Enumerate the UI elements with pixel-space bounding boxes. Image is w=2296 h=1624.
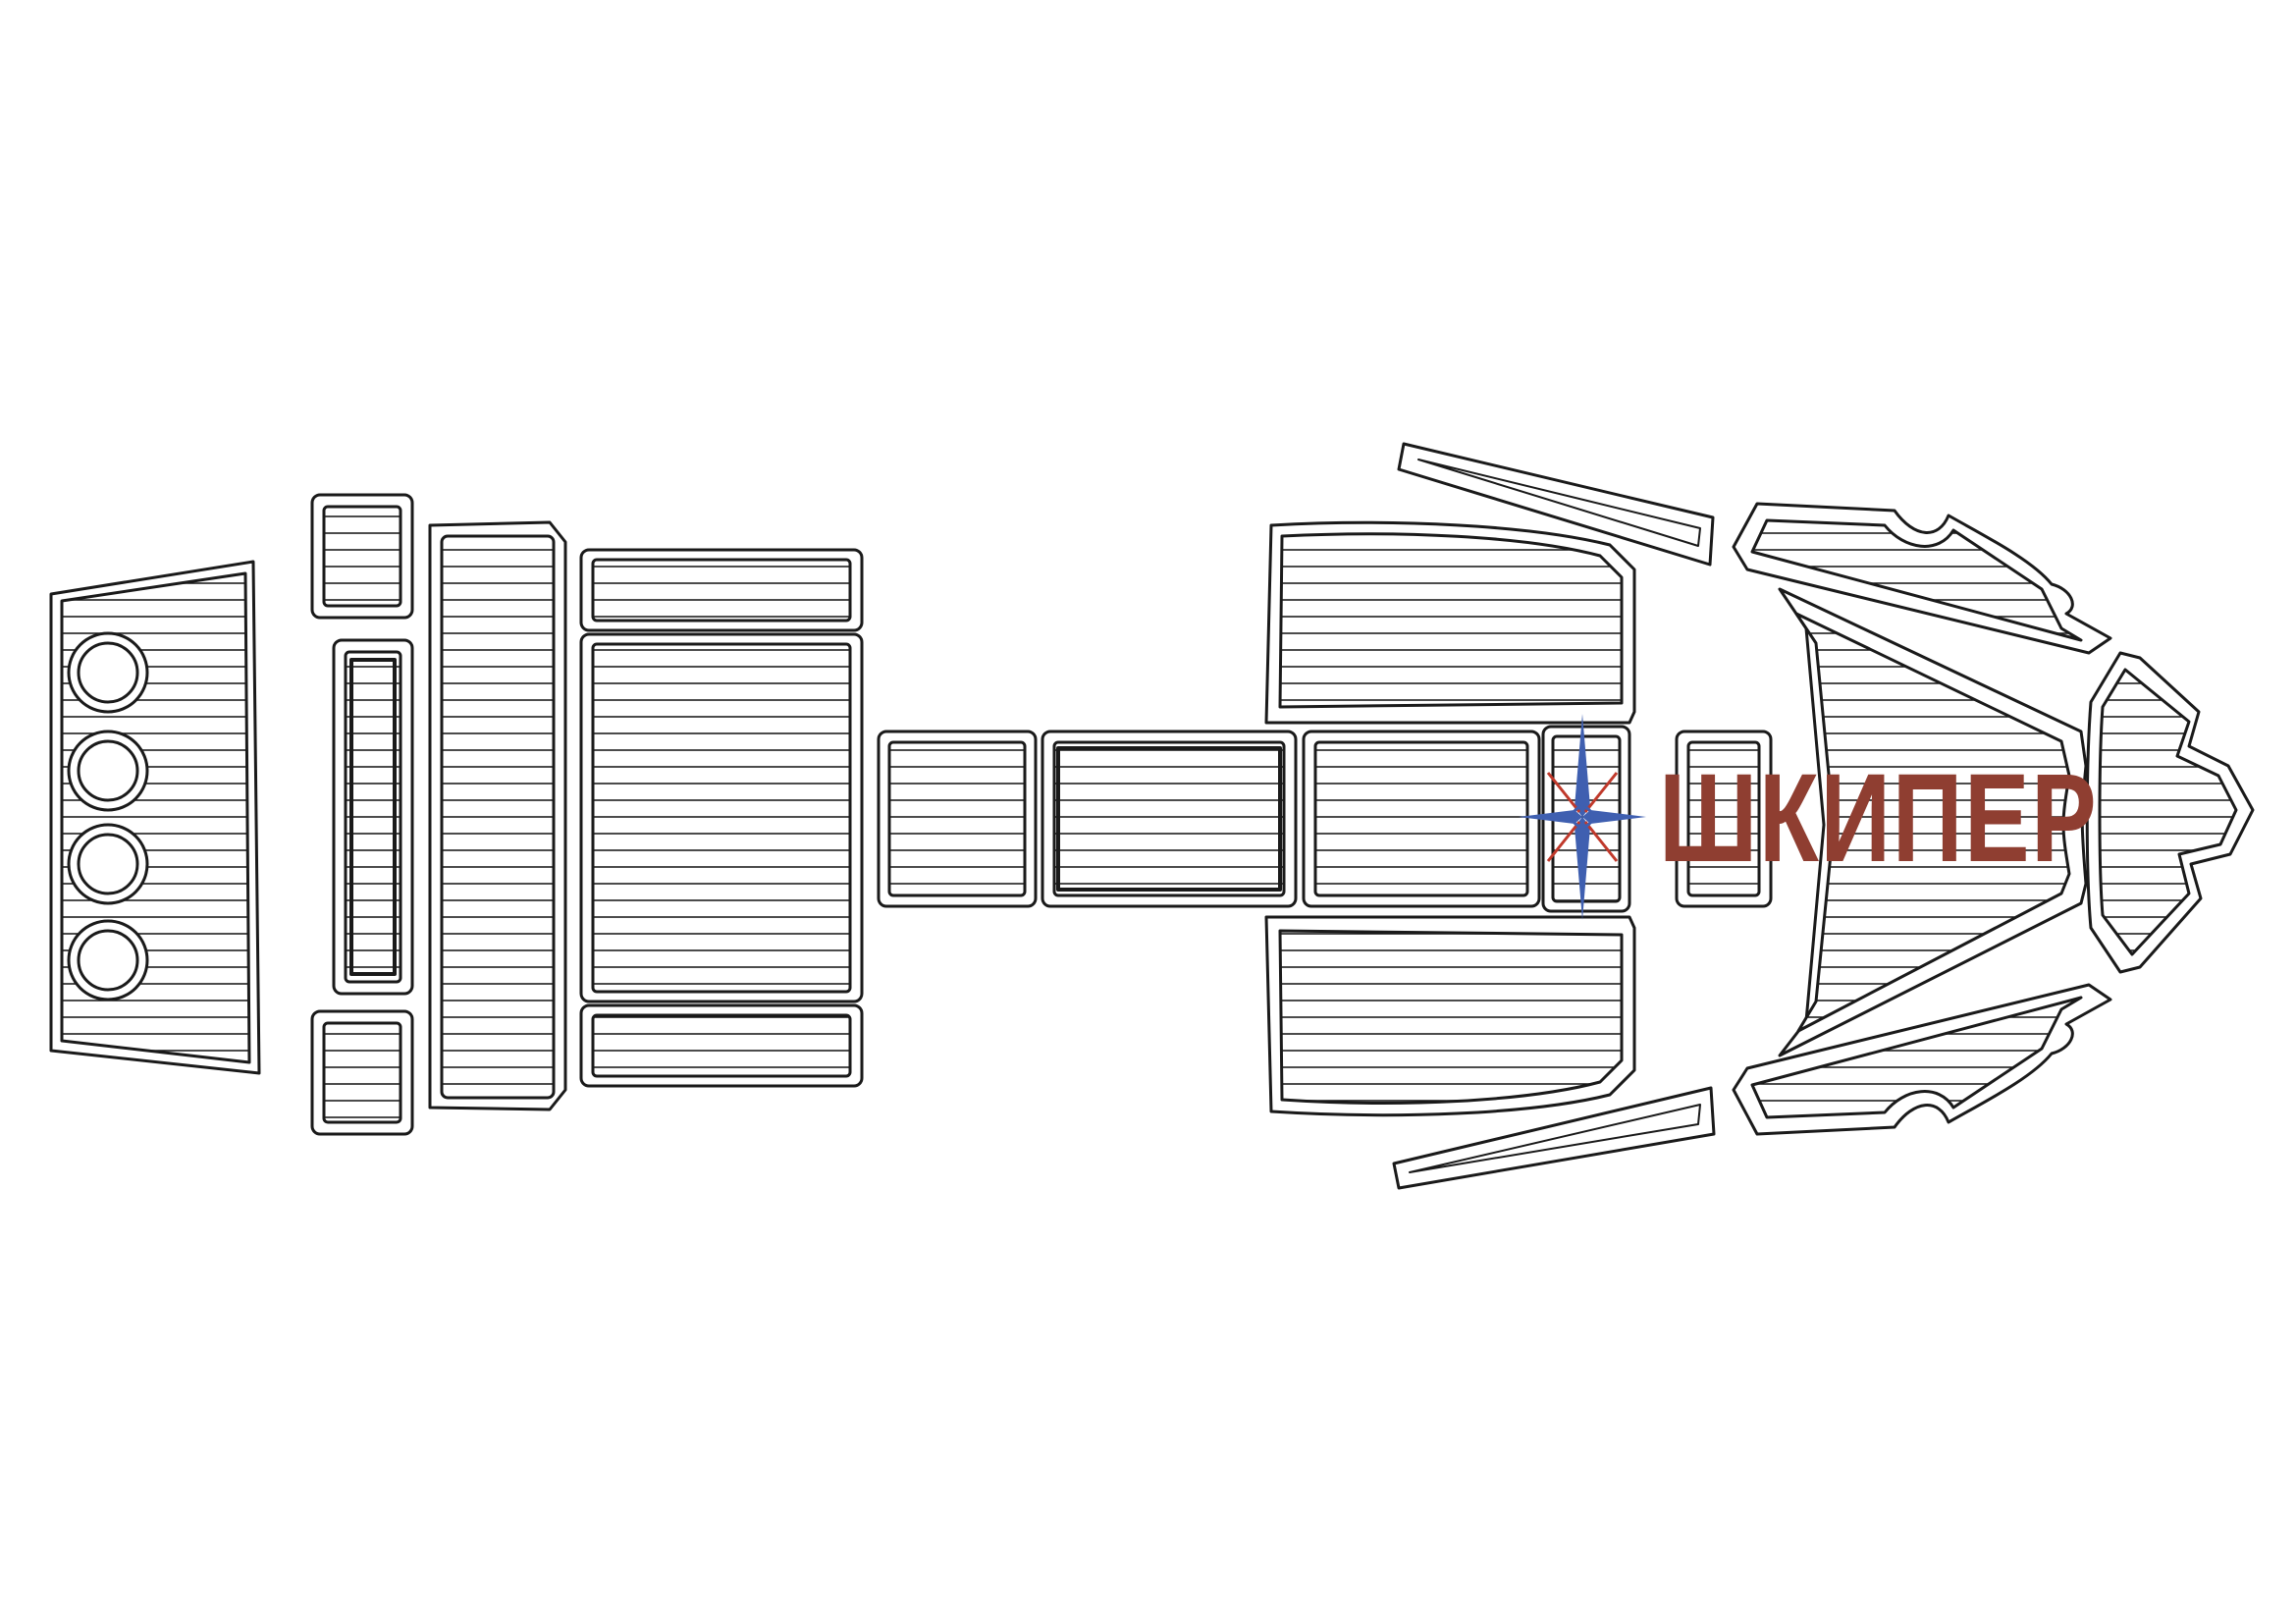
bow-side-pad-top (1732, 502, 2112, 655)
floor-pad-1 (877, 730, 1038, 908)
bow-v-pad (1778, 587, 2088, 1057)
small-pad-top (310, 493, 414, 620)
bow-side-pad-bottom (1732, 983, 2112, 1136)
compass-star-icon (1519, 714, 1646, 920)
gunwale-strip-bottom (1392, 1086, 1716, 1190)
console-pad-bottom (1264, 915, 1636, 1117)
bow-tip-pad (2085, 651, 2255, 974)
tall-pad (428, 520, 567, 1111)
console-pad-top (1264, 520, 1636, 725)
cockpit-bottom-strip (579, 1003, 864, 1088)
narrow-pad-middle (332, 638, 414, 996)
floor-pad-2 (1041, 730, 1298, 908)
small-pad-bottom (310, 1009, 414, 1136)
hole (67, 631, 149, 1001)
cockpit-main-pad (579, 632, 864, 1003)
floor-pad-3 (1302, 730, 1541, 908)
brand-logo-text: ШКИПЕР (1659, 748, 2099, 889)
cockpit-top-strip (579, 548, 864, 632)
stern-platform-pad (49, 560, 261, 1075)
gunwale-strip-top (1397, 442, 1715, 567)
floor-pad-5 (1675, 730, 1773, 908)
